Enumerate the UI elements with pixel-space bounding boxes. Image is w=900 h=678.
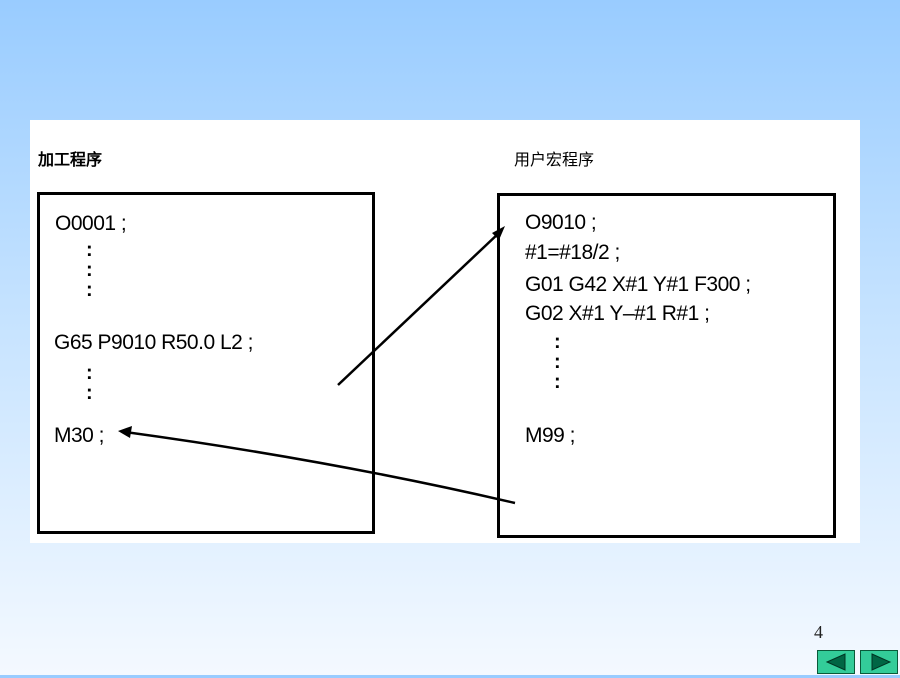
next-slide-button[interactable]	[860, 650, 898, 674]
macro-program-box: O9010 ; #1=#18/2 ; G01 G42 X#1 Y#1 F300 …	[497, 193, 836, 538]
ellipsis-dots: :::	[86, 239, 93, 301]
arrowhead-icon	[492, 226, 505, 240]
code-line: G01 G42 X#1 Y#1 F300 ;	[525, 273, 751, 296]
code-line: M99 ;	[525, 424, 576, 447]
triangle-left-icon	[825, 653, 846, 671]
right-program-title: 用户宏程序	[514, 150, 595, 169]
code-line: #1=#18/2 ;	[525, 241, 620, 264]
code-line: O0001 ;	[55, 212, 127, 235]
code-line: M30 ;	[54, 424, 105, 447]
program-diagram: 加工程序 用户宏程序 O0001 ; ::: G65 P9010 R50.0 L…	[30, 120, 860, 543]
call-arrow	[337, 231, 501, 386]
main-program-box: O0001 ; ::: G65 P9010 R50.0 L2 ; :: M30 …	[37, 192, 375, 534]
return-arrow	[124, 430, 516, 505]
arrowhead-icon	[118, 426, 132, 438]
ellipsis-dots: ::	[86, 362, 93, 404]
code-line: G02 X#1 Y–#1 R#1 ;	[525, 302, 710, 325]
page-number: 4	[814, 622, 823, 642]
prev-slide-button[interactable]	[817, 650, 855, 674]
triangle-right-icon	[871, 653, 892, 671]
code-line: O9010 ;	[525, 211, 597, 234]
ellipsis-dots: :::	[554, 331, 561, 393]
left-program-title: 加工程序	[38, 150, 103, 169]
call-arrows	[118, 226, 516, 505]
code-line: G65 P9010 R50.0 L2 ;	[54, 331, 254, 354]
